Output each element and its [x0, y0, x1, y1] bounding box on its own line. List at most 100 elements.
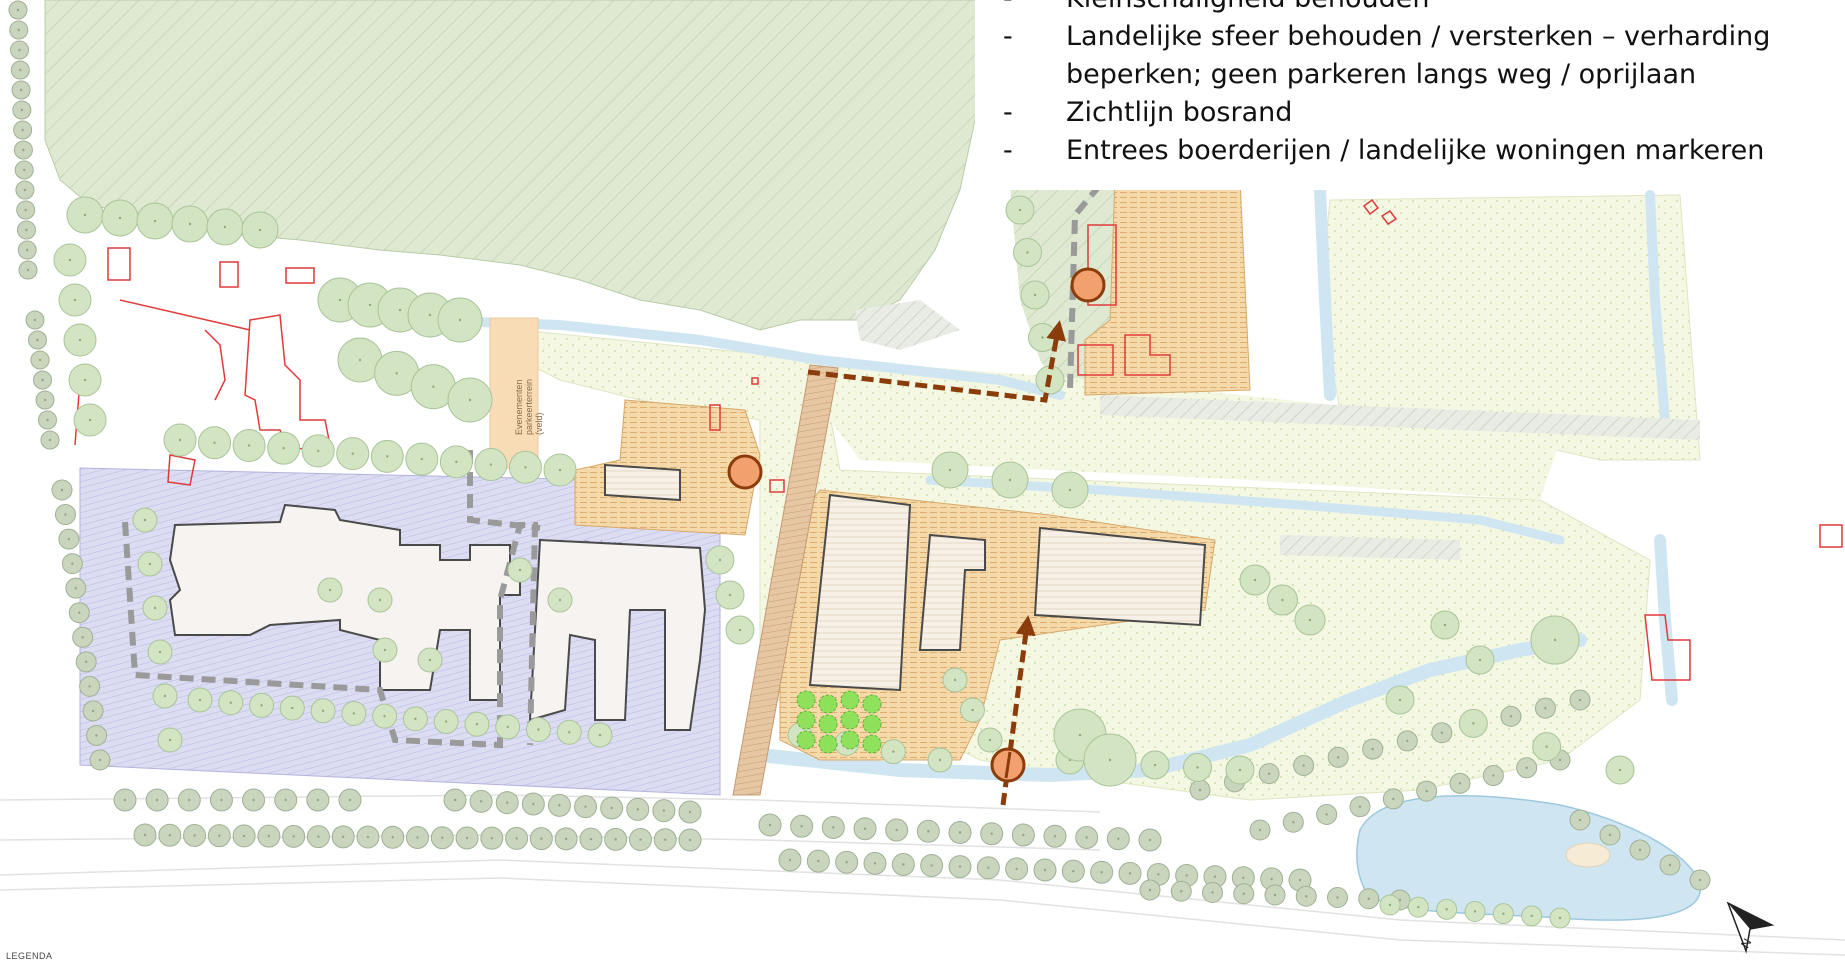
marker-farm-west	[727, 454, 763, 490]
tree-trunk	[688, 838, 692, 842]
tree-trunk	[1638, 848, 1642, 852]
tree-trunk	[1668, 863, 1672, 867]
tree-trunk	[515, 837, 518, 840]
note-item: -Landelijke sfeer behouden / versterken …	[991, 18, 1845, 94]
tree-trunk	[1472, 722, 1475, 725]
tree-trunk	[229, 701, 232, 704]
note-item: -Entrees boerderijen / landelijke woning…	[991, 132, 1845, 170]
tree-trunk	[568, 731, 571, 734]
events-parking-field: Evenementen parkeerterrein (veld)	[489, 317, 544, 469]
tree-trunk	[718, 558, 722, 562]
tree-trunk	[1371, 747, 1374, 751]
svg-text:Evenementen parkeerterre: Evenementen parkeerterrein (veld)	[514, 376, 544, 435]
tree-trunk	[351, 452, 354, 455]
tree-trunk	[558, 598, 562, 602]
tree-trunk	[155, 798, 159, 802]
tree-trunk	[768, 823, 772, 827]
tree-trunk	[845, 861, 848, 864]
tree-trunk	[518, 568, 522, 572]
marker-south-tick	[1004, 751, 1012, 779]
tree-trunk	[863, 827, 867, 830]
tree-trunk	[1292, 821, 1295, 824]
tree-trunk	[83, 378, 87, 382]
tree-trunk	[1558, 916, 1562, 920]
tree-trunk	[990, 832, 993, 835]
tree-trunk	[1325, 813, 1328, 816]
tree-trunk	[348, 798, 352, 802]
tree-trunk	[123, 798, 127, 802]
tree-trunk	[193, 834, 196, 837]
tree-trunk	[1525, 766, 1528, 769]
note-item: -Kleinschaligheid behouden	[991, 0, 1845, 18]
tree-trunk	[475, 723, 479, 726]
tree-trunk	[1425, 789, 1428, 793]
tree-trunk	[1198, 788, 1202, 792]
tree-trunk	[1196, 766, 1199, 769]
tree-trunk	[16, 8, 20, 12]
tree-trunk	[1398, 698, 1402, 702]
tree-trunk	[1608, 833, 1612, 837]
tree-trunk	[291, 706, 294, 710]
tree-trunk	[1117, 837, 1120, 840]
tree-trunk	[43, 398, 47, 402]
tree-trunk	[18, 48, 21, 52]
tree-trunk	[988, 738, 992, 742]
tree-trunk	[368, 303, 372, 307]
tree-trunk	[873, 862, 877, 865]
tree-trunk	[178, 438, 182, 442]
tree-trunk	[589, 837, 593, 841]
tree-trunk	[321, 709, 325, 712]
tree-trunk	[163, 694, 167, 698]
tree-trunk	[1440, 731, 1444, 734]
tree-trunk	[927, 830, 930, 833]
tree-trunk	[395, 372, 398, 375]
tree-trunk	[1281, 598, 1284, 602]
tree-trunk	[817, 859, 820, 863]
tree-trunk	[386, 455, 389, 458]
tree-trunk	[26, 248, 29, 252]
tree-trunk	[33, 318, 37, 322]
tree-trunk	[1578, 698, 1582, 702]
note-bullet: -	[1003, 21, 1013, 52]
marker-farm-north	[1070, 267, 1106, 303]
tree-trunk	[153, 219, 157, 223]
tree-trunk	[19, 88, 23, 92]
tree-trunk	[73, 298, 77, 302]
tree-trunk	[74, 586, 78, 590]
tree-trunk	[465, 836, 469, 840]
tree-trunk	[1242, 876, 1245, 879]
tree-trunk	[489, 463, 493, 466]
tree-trunk	[1267, 772, 1271, 775]
tree-trunk	[341, 835, 345, 839]
tree-trunk	[1072, 869, 1075, 873]
tree-trunk	[662, 809, 666, 812]
tree-trunk	[1211, 891, 1214, 894]
tree-trunk	[352, 712, 356, 715]
tree-trunk	[338, 298, 342, 302]
tree-trunk	[1015, 867, 1018, 871]
tree-trunk	[91, 709, 95, 713]
orchard-tree	[818, 694, 838, 714]
orchard-tree	[840, 690, 860, 710]
tree-trunk	[220, 798, 223, 802]
tree-trunk	[1298, 878, 1302, 882]
north-arrow: N	[1726, 901, 1775, 954]
tree-trunk	[800, 825, 803, 828]
tree-trunk	[366, 835, 370, 839]
access-routes	[807, 320, 1067, 806]
tree-trunk	[892, 750, 895, 753]
tree-trunk	[558, 468, 562, 472]
tree-trunk	[428, 658, 432, 662]
tree-trunk	[688, 810, 692, 814]
tree-trunk	[506, 725, 509, 729]
tree-trunk	[158, 650, 162, 654]
tree-trunk	[1358, 805, 1362, 808]
tree-trunk	[540, 837, 543, 840]
tree-trunk	[1492, 774, 1495, 777]
tree-trunk	[84, 660, 88, 664]
tree-trunk	[537, 728, 540, 731]
tree-trunk	[788, 858, 792, 862]
tree-trunk	[41, 378, 44, 382]
orchard-tree	[862, 694, 882, 714]
orchard-tree	[862, 734, 882, 754]
